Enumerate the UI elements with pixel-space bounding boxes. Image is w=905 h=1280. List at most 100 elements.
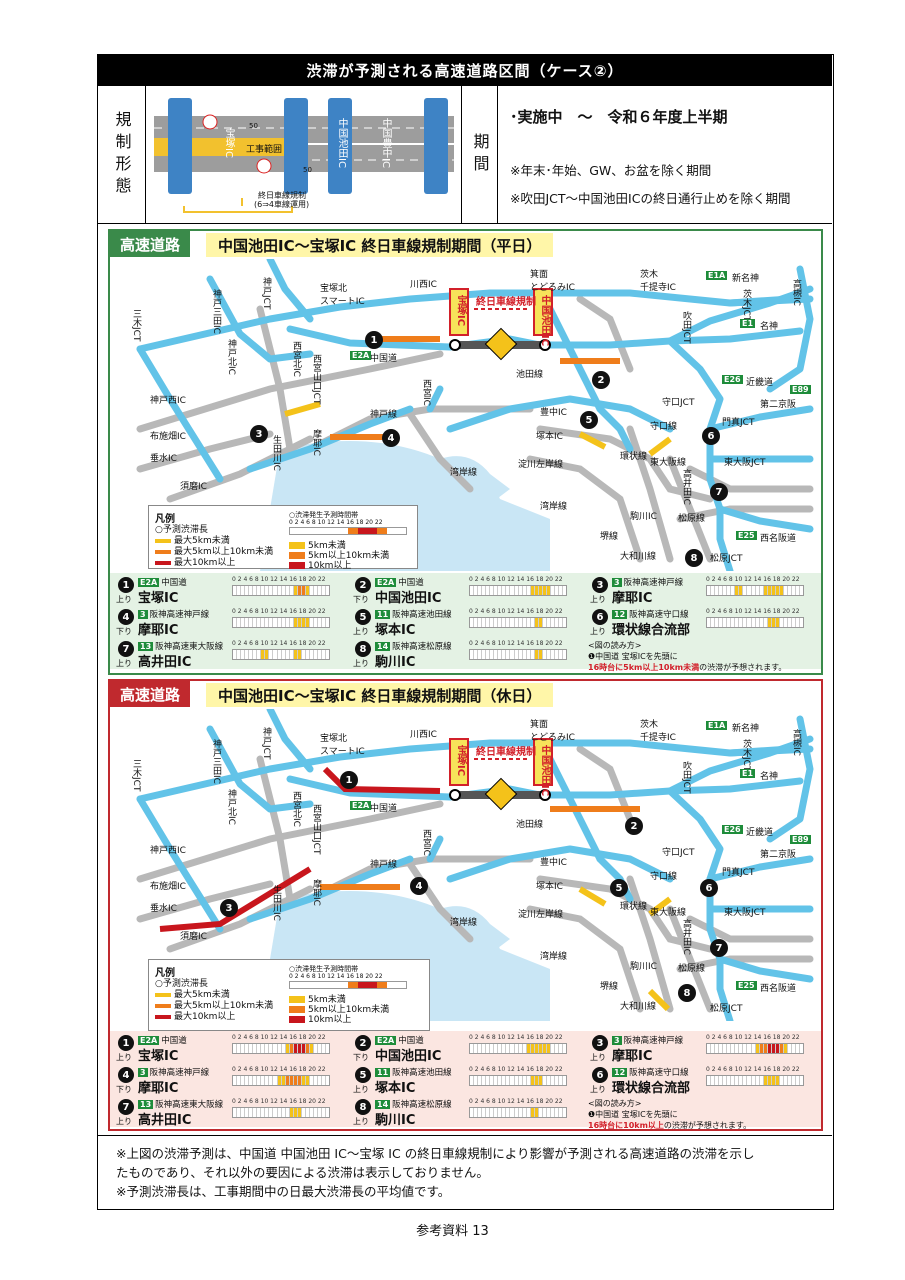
map-label-tsukamoto: 塚本IC [536,882,563,892]
row-time-bar [232,585,330,596]
map-label-moriguchi-line: 守口線 [650,422,678,432]
row-direction: 上り [116,1053,132,1062]
map-legend: 凡例○予測渋滞長最大5km未満最大5km以上10km未満最大10km以上○渋滞発… [148,959,430,1031]
row-road: 阪神高速松原線 [392,1100,452,1110]
legend-t2: 5km以上10km未満 [308,1005,390,1015]
legend-title: 凡例 [155,514,175,525]
row-number: 2 [355,577,371,593]
legend-t3: 10km以上 [308,561,352,571]
route-badge: 3 [138,610,148,619]
map-label-nishi-meihan: 西名阪道 [760,534,797,544]
map-label-kinki: 近畿道 [746,828,774,838]
row-number: 4 [118,1067,134,1083]
route-badge: 13 [138,642,154,651]
row-number: 5 [355,1067,371,1083]
map-label-komagawa: 駒川IC [630,512,657,522]
map-label-chugoku: 中国道 [370,354,398,364]
route-badge: 13 [138,1100,154,1109]
map-label-takatsuki: 高槻IC [791,729,801,756]
map-label-shiomi: 生田川IC [271,435,281,471]
row-number: 7 [118,1099,134,1115]
route-badge: 3 [138,1068,148,1077]
period-note-1: ※年末･年始、GW、お盆を除く期間 [510,163,712,178]
map-label-nishinomiya-kita: 西宮北IC [291,341,301,377]
row-road: 阪神高速神戸線 [623,578,684,588]
legend-t2: 5km以上10km未満 [308,551,390,561]
row-road: 阪神高速池田線 [392,1068,452,1078]
map-label-chugoku: 中国道 [370,804,398,814]
period-label-cell: 期間 [462,86,498,224]
regulation-diagram-cell: 宝塚IC 中国池田IC 中国豊中IC 吹田JCT 50 50 工事範囲 終日車線… [146,86,487,224]
route-badge: E2A [375,578,397,587]
map-label-suma: 須磨IC [180,932,207,942]
map-label-suita-jct: 吹田JCT [681,311,691,344]
row-time-bar [469,617,567,628]
row-time-ticks: 0 2 4 6 8 10 12 14 16 18 20 22 [469,1098,563,1105]
map-label-kobe-nishi: 神戸西IC [150,846,186,856]
congestion-arrow [648,436,672,457]
legend-swatch-red [155,1014,171,1019]
guide-line1: ❶中国道 宝塚ICを先頭に [588,1110,678,1119]
map-label-yamato-line: 大和川線 [620,1002,657,1012]
map-label-ibaraki-jct: 茨木JCT [741,289,751,322]
legend-item2: 最大5km以上10km未満 [174,547,274,557]
map-label-sanda-nishi: 神戸三田IC [211,289,221,334]
map-label-kawanishi: 川西IC [410,730,437,740]
row-ic: 環状線合流部 [612,1081,691,1096]
map-label-daini-keihan: 第二京阪 [760,850,797,860]
map-label-takarazuka: 宝塚IC [455,295,466,327]
regulation-diagram [153,98,454,213]
map-label-e2a: E2A [350,801,372,810]
footnote-line2: たものであり、それ以外の要因による渋滞は表示しておりません。 [116,1165,489,1180]
legend-item1: 最大5km未満 [174,990,230,1000]
map-label-yamato-line: 大和川線 [620,552,657,562]
map-label-matsubara-jct: 松原JCT [710,1004,743,1014]
suita-jct-label: 吹田JCT [476,124,487,161]
map-label-maya: 摩耶IC [311,879,321,906]
row-direction: 上り [116,595,132,604]
map-label-takaida: 高井田IC [681,469,691,505]
legend-item3: 最大10km以上 [174,558,236,568]
map-label-matsubara-jct: 松原JCT [710,554,743,564]
speed-sign-upper: 50 [249,122,258,130]
row-number: 7 [118,641,134,657]
row-road: 中国道 [398,1036,424,1046]
row-time-bar [232,1075,330,1086]
map-label-e1: E1 [740,769,756,778]
map-label-toyonaka: 豊中IC [540,858,567,868]
map-label-wangan4: 湾岸線 [540,502,568,512]
map-label-moriguchi-jct: 守口JCT [662,398,695,408]
map-label-shuujitsu: 終日車線規制 [476,747,536,758]
map-label-kobe-jct: 神戸JCT [261,277,271,310]
legend-time-ticks: 0 2 4 6 8 10 12 14 16 18 20 22 [289,973,383,980]
location-marker-8: 8 [685,549,703,567]
regulation-note-line2: (6⇒4車線運用) [254,200,310,209]
row-time-ticks: 0 2 4 6 8 10 12 14 16 18 20 22 [469,1034,563,1041]
row-time-bar [232,649,330,660]
row-direction: 上り [590,595,606,604]
map-label-meishin: 名神 [760,772,779,782]
map-label-tsukamoto: 塚本IC [536,432,563,442]
legend-item0: ○予測渋滞長 [155,525,208,535]
row-direction: 下り [116,627,132,636]
row-direction: 上り [590,1085,606,1094]
guide-line2: 16時台に10km以上 [588,1121,664,1130]
row-direction: 上り [590,1053,606,1062]
row-time-ticks: 0 2 4 6 8 10 12 14 16 18 20 22 [232,1098,326,1105]
document-frame: 渋滞が予測される高速道路区間（ケース②） 規制形態 宝塚IC 中 [97,54,834,1210]
location-marker-6: 6 [700,879,718,897]
map-label-nishinomiya: 西宮IC [421,829,431,856]
legend-t1: 5km未満 [308,541,346,551]
legend-time-title: ○渋滞発生予測時間帯 [289,965,359,973]
location-marker-8: 8 [678,984,696,1002]
row-time-bar [706,617,804,628]
location-marker-6: 6 [702,427,720,445]
